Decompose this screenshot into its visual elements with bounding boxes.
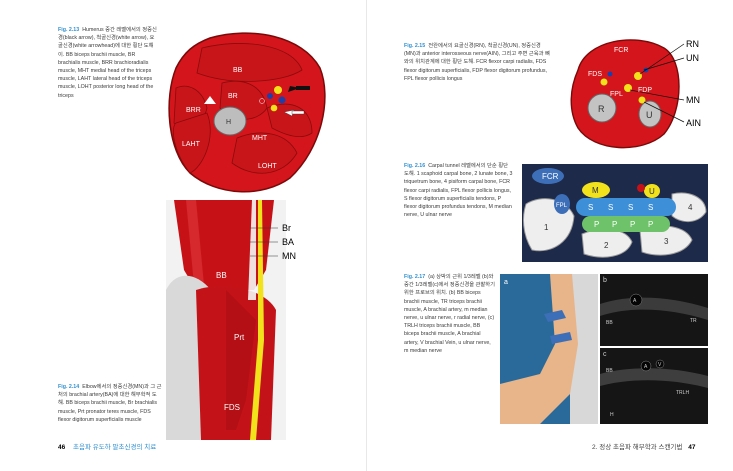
- mn-label-forearm: MN: [686, 95, 700, 105]
- fig-2-15-number: Fig. 2.15: [404, 43, 426, 49]
- fig-2-13-number: Fig. 2.13: [58, 27, 80, 33]
- bone-label-1: 1: [544, 223, 549, 232]
- fpl-label-carpal: FPL: [556, 203, 568, 209]
- s-label-1: S: [588, 203, 593, 212]
- humerus-label: H: [226, 119, 231, 126]
- us-c-bb: BB: [606, 368, 613, 374]
- bone-label-3: 3: [664, 237, 669, 246]
- panel-b-label: b: [603, 277, 607, 284]
- panel-c-label: c: [603, 351, 607, 358]
- left-footer: 46 초음파 유도하 말초신경의 치료: [58, 441, 156, 451]
- un-label: UN: [686, 53, 699, 63]
- p-label-3: P: [630, 220, 635, 229]
- bone-label-2: 2: [604, 241, 609, 250]
- us-c-h: H: [610, 412, 614, 418]
- right-footer: 2. 정상 초음파 해부학과 스캔기법 47: [592, 441, 695, 451]
- s-label-4: S: [648, 203, 653, 212]
- ain-label: AIN: [686, 118, 701, 128]
- rn-label: RN: [686, 39, 699, 49]
- brr-label: BRR: [186, 107, 201, 114]
- p-label-4: P: [648, 220, 653, 229]
- laht-label: LAHT: [182, 141, 201, 148]
- fig-2-17-number: Fig. 2.17: [404, 274, 426, 280]
- u-label: U: [649, 187, 655, 196]
- m-label: M: [592, 186, 599, 195]
- br-label: BR: [228, 93, 238, 100]
- fig-2-17-caption: Fig. 2.17(a) 상박의 근위 1/3레벨 (b)와 중간 1/3레벨(…: [404, 273, 496, 355]
- fig-2-17-text: (a) 상박의 근위 1/3레벨 (b)와 중간 1/3레벨(c)에서 정중신경…: [404, 274, 496, 354]
- bone-label-4: 4: [688, 203, 693, 212]
- radius-label: R: [598, 104, 605, 114]
- s-label-2: S: [608, 203, 613, 212]
- us-c-trlh: TRLH: [676, 390, 689, 396]
- fds-label: FDS: [224, 403, 240, 412]
- fig-2-14-elbow-illustration: BB Prt FDS: [166, 200, 286, 440]
- fig-2-13-cross-section: BB BR BRR H LAHT MHT LOHT: [168, 32, 326, 193]
- us-b-tr: TR: [690, 318, 697, 324]
- fig-2-13-text: Humerus 중간 레벨에서의 정중신경(black arrow), 척골신경…: [58, 27, 157, 99]
- fig-2-16-number: Fig. 2.16: [404, 163, 426, 169]
- ba-label: BA: [282, 237, 294, 247]
- fcr-label-carpal: FCR: [542, 172, 559, 181]
- fig-2-15-text: 전완에서의 요골신경(RN), 척골신경(UN), 정중신경(MN)과 ante…: [404, 43, 550, 82]
- us-c-a: A: [644, 364, 648, 370]
- bb-label-elbow: BB: [216, 271, 227, 280]
- fpl-label: FPL: [610, 91, 623, 98]
- fcr-label: FCR: [614, 47, 628, 54]
- mn-label: MN: [282, 251, 296, 261]
- right-page-number: 47: [688, 444, 696, 451]
- prt-label: Prt: [234, 333, 245, 342]
- br-label-elbow: Br: [282, 223, 291, 233]
- mht-label: MHT: [252, 135, 268, 142]
- fig-2-17c-ultrasound: c BB TRLH A V H: [600, 348, 708, 424]
- ulna-label: U: [646, 110, 653, 120]
- right-chapter-title: 2. 정상 초음파 해부학과 스캔기법: [592, 444, 683, 451]
- fig-2-14-text: Elbow에서의 정중신경(MN)과 그 근처의 brachial artery…: [58, 384, 162, 423]
- p-label-2: P: [612, 220, 617, 229]
- fig-2-17b-ultrasound: b BB TR A: [600, 274, 708, 346]
- loht-label: LOHT: [258, 163, 277, 170]
- fig-2-14-number: Fig. 2.14: [58, 384, 80, 390]
- fig-2-15-forearm-cross-section: FCR FDS FPL FDP R U RN UN MN AIN: [570, 39, 701, 149]
- fdp-label: FDP: [638, 87, 652, 94]
- s-label-3: S: [628, 203, 633, 212]
- fig-2-16-carpal-tunnel-diagram: FCR FPL M U S S S S P P P P 1 2 3 4: [522, 164, 708, 262]
- fig-2-16-text: Carpal tunnel 레벨에서의 단순 횡단 도해. 1 scaphoid…: [404, 163, 513, 219]
- fig-2-17a-probe-photo: a: [500, 274, 598, 424]
- left-book-title: 초음파 유도하 말초신경의 치료: [73, 444, 157, 451]
- page-gutter: [366, 0, 367, 471]
- left-page-number: 46: [58, 444, 66, 451]
- bb-label: BB: [233, 67, 243, 74]
- us-b-bb: BB: [606, 320, 613, 326]
- us-b-a: A: [633, 298, 637, 304]
- fds-label-forearm: FDS: [588, 71, 602, 78]
- us-c-v: V: [658, 362, 662, 368]
- panel-a-label: a: [504, 279, 508, 286]
- fig-2-14-leaders: Br BA MN: [250, 223, 296, 261]
- p-label-1: P: [594, 220, 599, 229]
